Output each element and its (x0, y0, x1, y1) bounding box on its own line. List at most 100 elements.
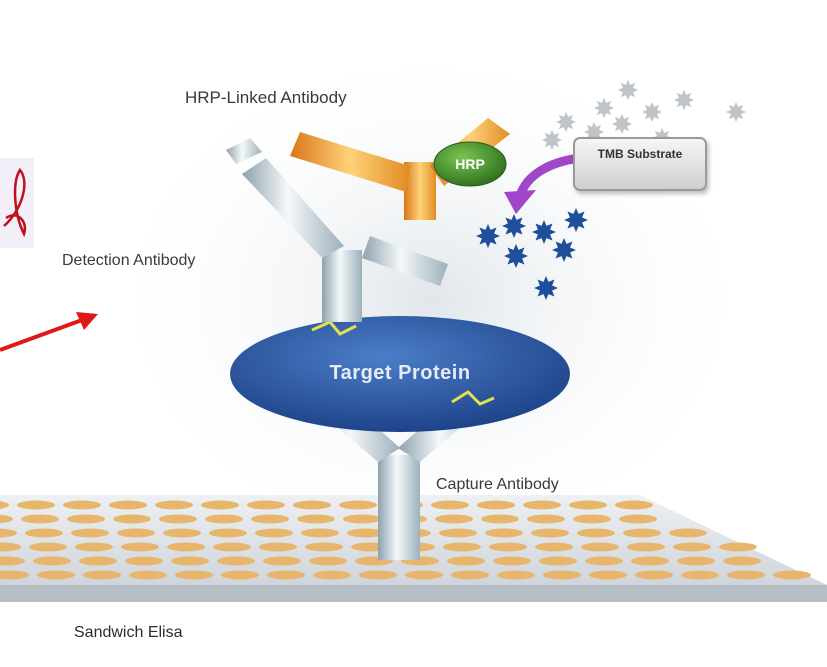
product-molecule (502, 214, 526, 238)
plate-well (79, 556, 117, 566)
plate-well (117, 528, 155, 538)
product-molecule (552, 238, 576, 262)
plate-well (213, 542, 251, 552)
plate-well (619, 514, 657, 524)
background-glow (100, 40, 760, 560)
plate-well (25, 528, 63, 538)
hrp-label: HRP (455, 156, 485, 172)
plate-well (581, 542, 619, 552)
plate-well (305, 542, 343, 552)
plate-well (163, 528, 201, 538)
plate-well (263, 556, 301, 566)
substrate-molecule (674, 90, 694, 110)
plate-well (543, 570, 581, 580)
plate-well (443, 542, 481, 552)
plate-well (167, 542, 205, 552)
plate-well (489, 542, 527, 552)
plate-well (439, 528, 477, 538)
capture-antibody-label: Capture Antibody (436, 476, 559, 493)
plate-well (247, 500, 285, 510)
plate-well (447, 556, 485, 566)
plate-well (481, 514, 519, 524)
substrate-molecule (556, 112, 576, 132)
plate-well (21, 514, 59, 524)
substrate-molecule (726, 102, 746, 122)
plate-well (627, 542, 665, 552)
plate-well (677, 556, 715, 566)
plate-well (171, 556, 209, 566)
plate-well (175, 570, 213, 580)
product-molecule (504, 244, 528, 268)
plate-well (63, 500, 101, 510)
plate-well (347, 528, 385, 538)
plate-well (485, 528, 523, 538)
plate-well (405, 570, 443, 580)
plate-well (681, 570, 719, 580)
plate-well (523, 500, 561, 510)
plate-well (451, 570, 489, 580)
plate-well (209, 528, 247, 538)
plate-well (259, 542, 297, 552)
plate-well (0, 570, 29, 580)
colored-product-icon (476, 208, 588, 300)
detection-antibody-label: Detection Antibody (62, 252, 196, 269)
plate-well (719, 542, 757, 552)
plate-well (221, 570, 259, 580)
plate-well (589, 570, 627, 580)
plate-well (569, 500, 607, 510)
plate-well (343, 514, 381, 524)
plate-well (155, 500, 193, 510)
plate-well (0, 556, 25, 566)
tmb-substrate-box: TMB Substrate (573, 137, 707, 191)
substrate-molecule (542, 130, 562, 150)
plate-well (585, 556, 623, 566)
plate-well (0, 542, 21, 552)
plate-well (109, 500, 147, 510)
plate-well (573, 514, 611, 524)
plate-well (0, 528, 17, 538)
plate-well (339, 500, 377, 510)
plate-well (71, 528, 109, 538)
plate-well (723, 556, 761, 566)
plate-well (255, 528, 293, 538)
plate-well (125, 556, 163, 566)
plate-well (535, 542, 573, 552)
detection-antibody (226, 138, 448, 322)
plate-well (623, 528, 661, 538)
target-protein-label: Target Protein (329, 362, 471, 384)
plate-well (37, 570, 75, 580)
plate-well (205, 514, 243, 524)
plate-well (217, 556, 255, 566)
plate-well (615, 500, 653, 510)
product-molecule (476, 224, 500, 248)
plate-well (673, 542, 711, 552)
plate-well (359, 570, 397, 580)
plate-well (539, 556, 577, 566)
substrate-molecule (612, 114, 632, 134)
tmb-substrate-label: TMB Substrate (597, 147, 683, 161)
plate-well (83, 570, 121, 580)
elisa-plate (0, 495, 827, 602)
plate-well (727, 570, 765, 580)
plate-well (631, 556, 669, 566)
hrp-linked-antibody-label: HRP-Linked Antibody (185, 88, 347, 107)
plate-well (669, 528, 707, 538)
hrp-enzyme-icon (433, 141, 507, 187)
tmb-substrate-icon (542, 80, 746, 150)
product-molecule (532, 220, 556, 244)
product-molecule (564, 208, 588, 232)
red-pointer-arrow-icon (0, 312, 98, 352)
plate-well (121, 542, 159, 552)
plate-well (297, 514, 335, 524)
plate-well (159, 514, 197, 524)
plate-well (0, 501, 9, 509)
plate-well (0, 514, 13, 524)
plate-well (309, 556, 347, 566)
plate-well (431, 500, 469, 510)
handwritten-mark (0, 158, 34, 248)
substrate-molecule (618, 80, 638, 100)
plate-well (33, 556, 71, 566)
plate-well (67, 514, 105, 524)
